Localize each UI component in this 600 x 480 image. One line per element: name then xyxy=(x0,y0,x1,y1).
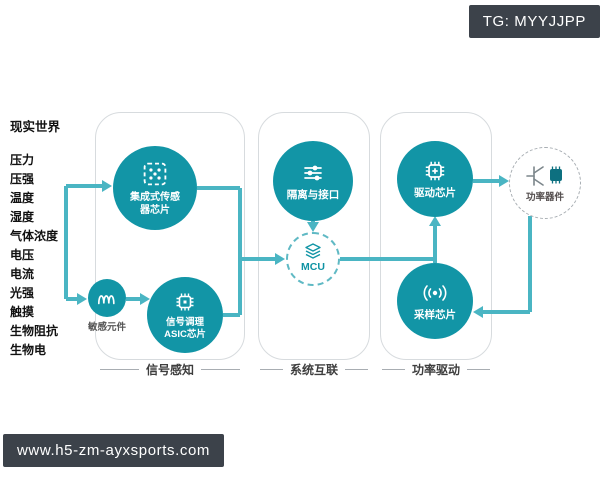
dashed-chip-icon xyxy=(143,162,167,186)
node-label: 集成式传感 器芯片 xyxy=(130,192,180,216)
real-world-list: 压力 压强 温度 湿度 气体浓度 电压 电流 光强 触摸 生物阻抗 生物电 xyxy=(10,151,58,360)
real-world-item: 压强 xyxy=(10,172,35,186)
node-label: MCU xyxy=(301,261,325,274)
label-rule-right xyxy=(467,369,491,370)
stage-label-text: 功率驱动 xyxy=(412,363,461,377)
node-mcu: MCU xyxy=(286,232,340,286)
label-rule-right xyxy=(345,369,369,370)
watermark-top-right: TG: MYYJJPP xyxy=(468,5,600,38)
watermark-bottom-left: www.h5-zm-ayxsports.com xyxy=(3,434,225,467)
sliders-icon xyxy=(304,165,322,181)
stage-label-text: 系统互联 xyxy=(290,363,339,377)
chip-and-transistor-icon xyxy=(526,166,562,186)
node-sampling-chip: 采样芯片 xyxy=(397,263,473,339)
label-rule-left xyxy=(382,369,405,370)
node-label: 功率器件 xyxy=(525,192,564,204)
real-world-item: 湿度 xyxy=(10,210,35,224)
node-label: 驱动芯片 xyxy=(414,186,456,199)
signal-arcs-icon xyxy=(423,285,447,301)
real-world-item: 光强 xyxy=(10,286,35,300)
node-asic-chip: 信号调理 ASIC芯片 xyxy=(147,277,223,353)
chip-plus-icon xyxy=(425,161,445,181)
real-world-title: 现实世界 xyxy=(10,120,61,134)
real-world-item: 气体浓度 xyxy=(10,229,59,243)
real-world-item: 生物阻抗 xyxy=(10,324,59,338)
chip-icon xyxy=(176,293,194,311)
node-label: 隔离与接口 xyxy=(286,188,340,201)
node-isolation-interface: 隔离与接口 xyxy=(273,141,353,221)
real-world-item: 生物电 xyxy=(10,343,47,357)
stage-label-signal-sensing: 信号感知 xyxy=(100,361,241,378)
real-world-item: 压力 xyxy=(10,153,35,167)
real-world-item: 电压 xyxy=(10,248,35,262)
stacked-chip-icon xyxy=(305,243,321,260)
node-label: 信号调理 ASIC芯片 xyxy=(164,316,206,340)
node-integrated-sensor-chip: 集成式传感 器芯片 xyxy=(113,146,197,230)
label-rule-right xyxy=(201,369,241,370)
label-rule-left xyxy=(260,369,283,370)
real-world-item: 温度 xyxy=(10,191,35,205)
real-world-item: 触摸 xyxy=(10,305,35,319)
stage-label-system-interconnect: 系统互联 xyxy=(260,361,369,378)
node-label: 采样芯片 xyxy=(414,308,456,321)
sensitive-element-label: 敏感元件 xyxy=(87,322,126,333)
stage-label-text: 信号感知 xyxy=(146,363,195,377)
label-rule-left xyxy=(100,369,139,370)
node-driver-chip: 驱动芯片 xyxy=(397,141,473,217)
node-sensitive-element xyxy=(88,279,126,317)
node-power-device: 功率器件 xyxy=(509,147,581,219)
stage-label-power-drive: 功率驱动 xyxy=(382,361,491,378)
real-world-item: 电流 xyxy=(10,267,35,281)
coil-icon xyxy=(98,295,115,305)
